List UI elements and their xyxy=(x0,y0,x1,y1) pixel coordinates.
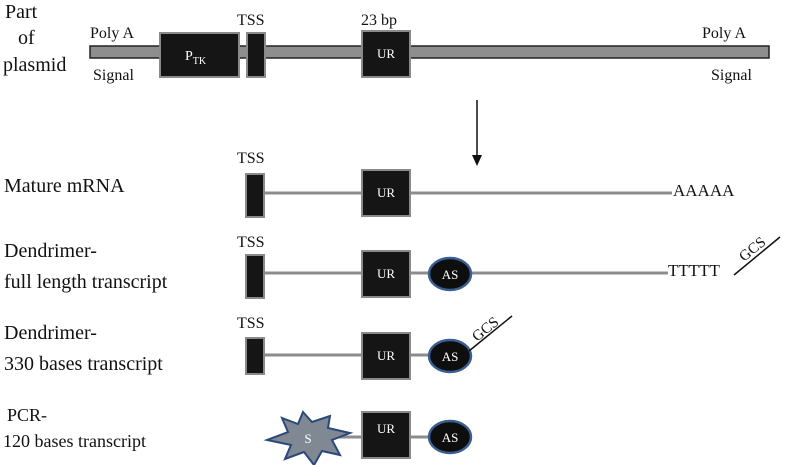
polyA-signal-right-bottom: Signal xyxy=(711,67,752,84)
dendrimer-330-row: Dendrimer- 330 bases transcript TSS UR A… xyxy=(4,314,513,380)
dendrimer-330-as-label: AS xyxy=(442,349,459,364)
dendrimer-330-gcs-label: GCS xyxy=(469,314,502,345)
pcr-s-label: S xyxy=(304,431,311,446)
dendrimer-330-tss-box xyxy=(245,337,265,375)
dendrimer-full-gcs-line xyxy=(733,236,781,276)
mature-tss-label: TSS xyxy=(237,150,265,167)
pcr-label-line1: PCR- xyxy=(7,405,47,425)
plasmid-row: Part of plasmid Poly A Signal PTK TSS 23… xyxy=(3,1,770,84)
dendrimer-330-gcs-line xyxy=(468,315,513,352)
dendrimer-full-as-oval xyxy=(427,256,473,292)
dendrimer-330-ur-label: UR xyxy=(377,348,395,363)
plasmid-tss-label: TSS xyxy=(237,12,265,29)
mature-ur-label: UR xyxy=(377,185,395,200)
pcr-ur-box xyxy=(361,411,411,459)
polyA-signal-right-top: Poly A xyxy=(702,25,746,42)
promoter-label: PTK xyxy=(185,49,207,67)
pcr-as-label: AS xyxy=(442,430,459,445)
plasmid-ur-box xyxy=(361,30,411,78)
plasmid-ur-label: UR xyxy=(377,46,395,61)
plasmid-label-line3: plasmid xyxy=(3,54,66,76)
dendrimer-330-ur-box xyxy=(361,332,411,380)
dendrimer-full-row: Dendrimer- full length transcript TSS UR… xyxy=(4,234,781,299)
dendrimer-full-label-line2: full length transcript xyxy=(4,271,168,293)
dendrimer-330-tss-label: TSS xyxy=(237,315,265,332)
dendrimer-full-tss-box xyxy=(245,254,265,299)
plasmid-label-line1: Part xyxy=(5,1,38,23)
dendrimer-330-as-oval xyxy=(427,338,473,374)
pcr-ur-label: UR xyxy=(377,421,395,436)
pcr-label-line2: 120 bases transcript xyxy=(3,431,146,451)
plasmid-tss-box xyxy=(246,32,266,78)
plasmid-label-line2: of xyxy=(18,27,35,49)
s-star-burst-icon xyxy=(263,410,354,465)
dendrimer-full-gcs-label: GCS xyxy=(736,234,769,265)
mature-mrna-label: Mature mRNA xyxy=(4,175,125,197)
pcr-row: PCR- 120 bases transcript S UR AS xyxy=(3,405,473,465)
dendrimer-full-ur-label: UR xyxy=(377,266,395,281)
pcr-as-oval xyxy=(427,419,473,455)
dendrimer-full-polyT: TTTTT xyxy=(668,261,721,280)
mature-tss-box xyxy=(245,173,265,218)
dendrimer-full-ur-box xyxy=(361,250,411,298)
polyA-signal-left-top: Poly A xyxy=(90,25,134,42)
down-arrow-icon xyxy=(472,100,482,166)
dendrimer-330-label-line2: 330 bases transcript xyxy=(4,353,163,375)
mature-ur-box xyxy=(361,169,411,217)
polyA-signal-left-bottom: Signal xyxy=(93,67,134,84)
dendrimer-330-label-line1: Dendrimer- xyxy=(4,322,97,344)
plasmid-bp-label: 23 bp xyxy=(361,12,397,29)
dendrimer-full-label-line1: Dendrimer- xyxy=(4,240,97,262)
mature-polyA-tail: AAAAA xyxy=(673,181,735,200)
dendrimer-full-tss-label: TSS xyxy=(237,234,265,251)
dendrimer-full-as-label: AS xyxy=(442,267,459,282)
mature-mrna-row: Mature mRNA TSS UR AAAAA xyxy=(4,150,735,218)
promoter-tk-box xyxy=(159,32,240,78)
